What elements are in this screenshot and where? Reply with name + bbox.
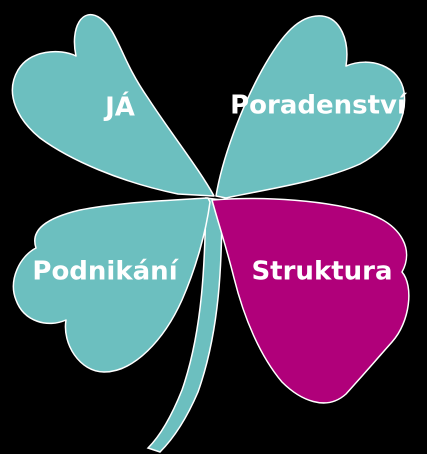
leaf-top-right — [215, 15, 406, 199]
leaf-label-bottom-left: Podnikání — [32, 257, 179, 287]
leaf-label-top-left: JÁ — [103, 91, 135, 123]
leaf-top-left — [11, 13, 215, 197]
leaf-label-top-right: Poradenství — [230, 91, 408, 121]
leaf-label-bottom-right: Struktura — [251, 257, 392, 287]
leaf-bottom-right — [211, 197, 410, 404]
clover-stem — [146, 197, 223, 453]
leaf-bottom-left — [12, 197, 211, 373]
